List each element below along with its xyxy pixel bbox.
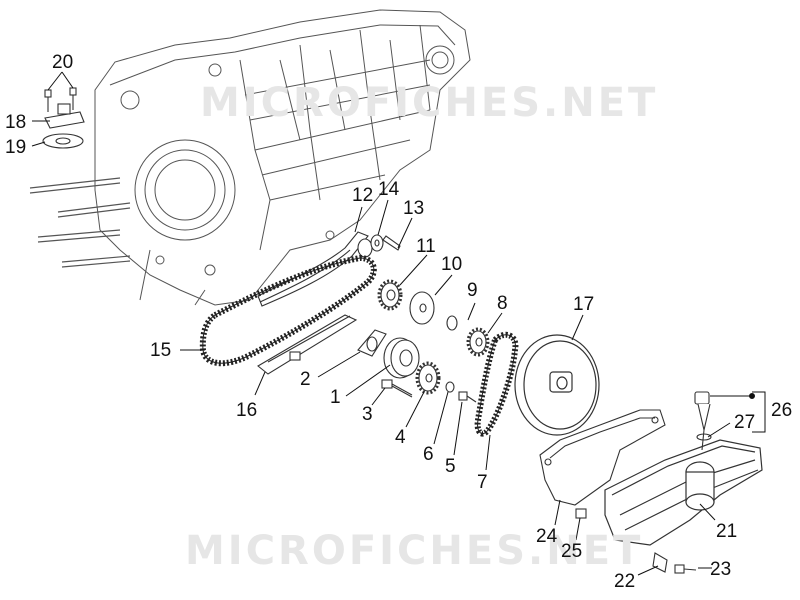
callout-14: 14 bbox=[378, 179, 400, 200]
chain-guide bbox=[257, 314, 358, 375]
pump-cover-17 bbox=[514, 334, 600, 436]
callout-6: 6 bbox=[423, 444, 434, 465]
callout-5: 5 bbox=[445, 456, 456, 477]
drain-parts-22-23 bbox=[652, 552, 697, 574]
dipstick-27 bbox=[694, 391, 711, 451]
guide-bracket-assembly bbox=[42, 87, 85, 149]
callout-12: 12 bbox=[352, 185, 374, 206]
watermark-bottom: MICROFICHES.NET bbox=[185, 528, 644, 574]
callout-1: 1 bbox=[330, 387, 341, 408]
sprocket-4 bbox=[415, 361, 441, 395]
dipstick-oring bbox=[696, 433, 712, 441]
oil-pump-1 bbox=[383, 337, 420, 379]
callout-7: 7 bbox=[477, 472, 488, 493]
pivot-parts-12-14 bbox=[357, 234, 401, 258]
callout-2: 2 bbox=[300, 369, 311, 390]
screw-5 bbox=[458, 391, 477, 403]
washer-6 bbox=[445, 381, 455, 393]
callout-8: 8 bbox=[497, 293, 508, 314]
bolt-3 bbox=[381, 379, 413, 398]
callout-15: 15 bbox=[150, 340, 172, 361]
drive-chain bbox=[199, 254, 377, 367]
callout-27: 27 bbox=[734, 412, 756, 433]
callout-9: 9 bbox=[467, 280, 478, 301]
leader-lines bbox=[31, 71, 766, 576]
callout-22: 22 bbox=[614, 571, 636, 592]
circlip-9 bbox=[446, 315, 458, 331]
callout-25: 25 bbox=[561, 541, 583, 562]
callout-4: 4 bbox=[395, 427, 406, 448]
callout-20: 20 bbox=[52, 52, 74, 73]
callout-17: 17 bbox=[573, 294, 595, 315]
washer-10 bbox=[409, 291, 435, 325]
sprocket-11 bbox=[377, 279, 403, 311]
callout-21: 21 bbox=[716, 521, 738, 542]
callout-18: 18 bbox=[5, 112, 27, 133]
sprocket-8 bbox=[466, 327, 490, 357]
callout-24: 24 bbox=[536, 526, 558, 547]
callout-13: 13 bbox=[403, 198, 425, 219]
oil-sump-21 bbox=[604, 439, 763, 546]
crankcase bbox=[94, 9, 471, 306]
callout-3: 3 bbox=[362, 404, 373, 425]
watermark-top: MICROFICHES.NET bbox=[200, 80, 659, 126]
callout-11: 11 bbox=[416, 236, 436, 257]
callout-19: 19 bbox=[5, 137, 27, 158]
callout-26: 26 bbox=[771, 400, 793, 421]
crankcase-studs bbox=[29, 177, 131, 268]
callout-16: 16 bbox=[236, 400, 258, 421]
plug-25 bbox=[575, 508, 587, 519]
callout-23: 23 bbox=[710, 559, 732, 580]
sump-gasket-24 bbox=[539, 409, 666, 506]
oil-pump-chain bbox=[474, 331, 519, 437]
callout-10: 10 bbox=[441, 254, 463, 275]
plate-2 bbox=[357, 329, 387, 357]
